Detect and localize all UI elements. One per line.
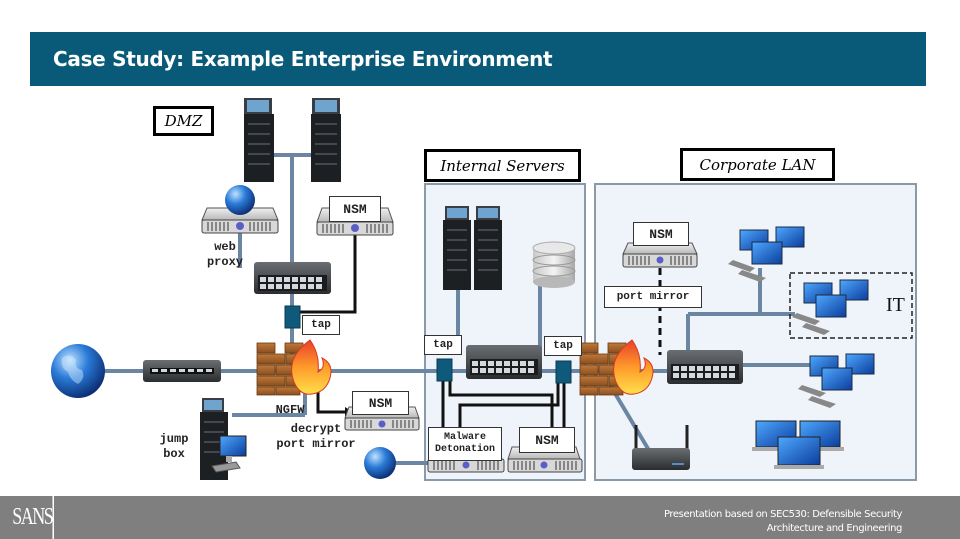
- monitor-links: [300, 232, 566, 430]
- link-fw-wifi: [608, 383, 652, 454]
- internet-globe-icon: [51, 344, 105, 398]
- corporate-nsm-appliance-icon: [622, 242, 698, 268]
- web-proxy-appliance-icon: [201, 185, 279, 234]
- corporate-lan-label: Corporate LAN: [680, 148, 835, 181]
- ngfw-nsm-tag: NSM: [352, 391, 409, 415]
- malware-line1: Malware: [443, 432, 486, 443]
- decrypt-port-mirror-label: decrypt port mirror: [268, 422, 364, 452]
- dmz-server-2-icon: [311, 98, 341, 182]
- it-group-border: [789, 272, 913, 339]
- internal-server-1-icon: [443, 206, 471, 290]
- sans-logo: SANS: [0, 496, 54, 539]
- link-ngfw-nsm: [316, 390, 345, 414]
- jump-box-icon: [200, 398, 247, 480]
- internal-tap-1-icon: [436, 358, 453, 382]
- internal-switch-icon: [466, 345, 542, 379]
- internal-tap-1-label: tap: [424, 335, 462, 355]
- database-icon: [532, 241, 576, 288]
- lan-firewall-icon: [579, 339, 654, 396]
- internal-nsm-tag: NSM: [519, 427, 575, 453]
- malware-internet-globe-icon: [364, 447, 396, 479]
- malware-detonation-appliance-icon: [427, 458, 505, 473]
- malware-detonation-tag: Malware Detonation: [428, 427, 502, 461]
- web-proxy-label: web proxy: [195, 240, 255, 270]
- lan-switch-icon: [667, 350, 743, 384]
- laptop-cluster-icon: [752, 420, 844, 469]
- dmz-label: DMZ: [153, 106, 214, 136]
- credit-line2: Architecture and Engineering: [766, 523, 903, 534]
- edge-router-icon: [143, 360, 221, 382]
- web-proxy-line2: proxy: [206, 255, 243, 269]
- dmz-nsm-tag: NSM: [329, 196, 381, 222]
- page-title: Case Study: Example Enterprise Environme…: [53, 47, 553, 71]
- internal-server-2-icon: [474, 206, 502, 290]
- dmz-server-1-icon: [244, 98, 274, 182]
- ngfw-label: NGFW: [275, 403, 305, 417]
- footer: SANS Presentation based on SEC530: Defen…: [0, 496, 960, 539]
- dmz-tap-icon: [284, 305, 301, 329]
- internal-servers-label: Internal Servers: [424, 149, 581, 182]
- decrypt-text: decrypt: [290, 422, 342, 436]
- wifi-router-icon: [632, 425, 690, 470]
- dmz-switch-icon: [254, 262, 331, 294]
- internal-tap-2-label: tap: [544, 336, 582, 356]
- dmz-tap-label: tap: [302, 315, 340, 335]
- link-tap1-nsm: [448, 378, 554, 430]
- corporate-lan-label-text: Corporate LAN: [699, 155, 816, 174]
- desktop-cluster-top-icon: [728, 226, 805, 282]
- web-proxy-line1: web: [214, 240, 236, 254]
- footer-credit: Presentation based on SEC530: Defensible…: [664, 508, 902, 536]
- internal-servers-label-text: Internal Servers: [440, 156, 565, 175]
- title-bar: Case Study: Example Enterprise Environme…: [30, 32, 926, 86]
- link-tap2-malware: [458, 378, 560, 430]
- credit-line1: Presentation based on SEC530: Defensible…: [663, 509, 902, 520]
- jump-box-label: jump box: [152, 432, 196, 462]
- corporate-nsm-tag: NSM: [633, 222, 689, 246]
- dmz-label-text: DMZ: [164, 112, 203, 130]
- desktop-cluster-it-icon: [792, 279, 869, 335]
- port-mirror-label: port mirror: [604, 286, 702, 308]
- link-tap-dmz-nsm: [300, 232, 357, 314]
- internal-tap-2-icon: [555, 360, 572, 384]
- it-group-label: IT: [886, 294, 905, 316]
- network-links: [80, 153, 820, 465]
- ngfw-firewall-icon: [256, 339, 332, 396]
- ngfw-port-mirror-text: port mirror: [276, 437, 356, 451]
- malware-line2: Detonation: [434, 444, 495, 455]
- jump-line2: box: [163, 447, 185, 461]
- jump-line1: jump: [159, 432, 189, 446]
- desktop-cluster-right-icon: [798, 353, 875, 408]
